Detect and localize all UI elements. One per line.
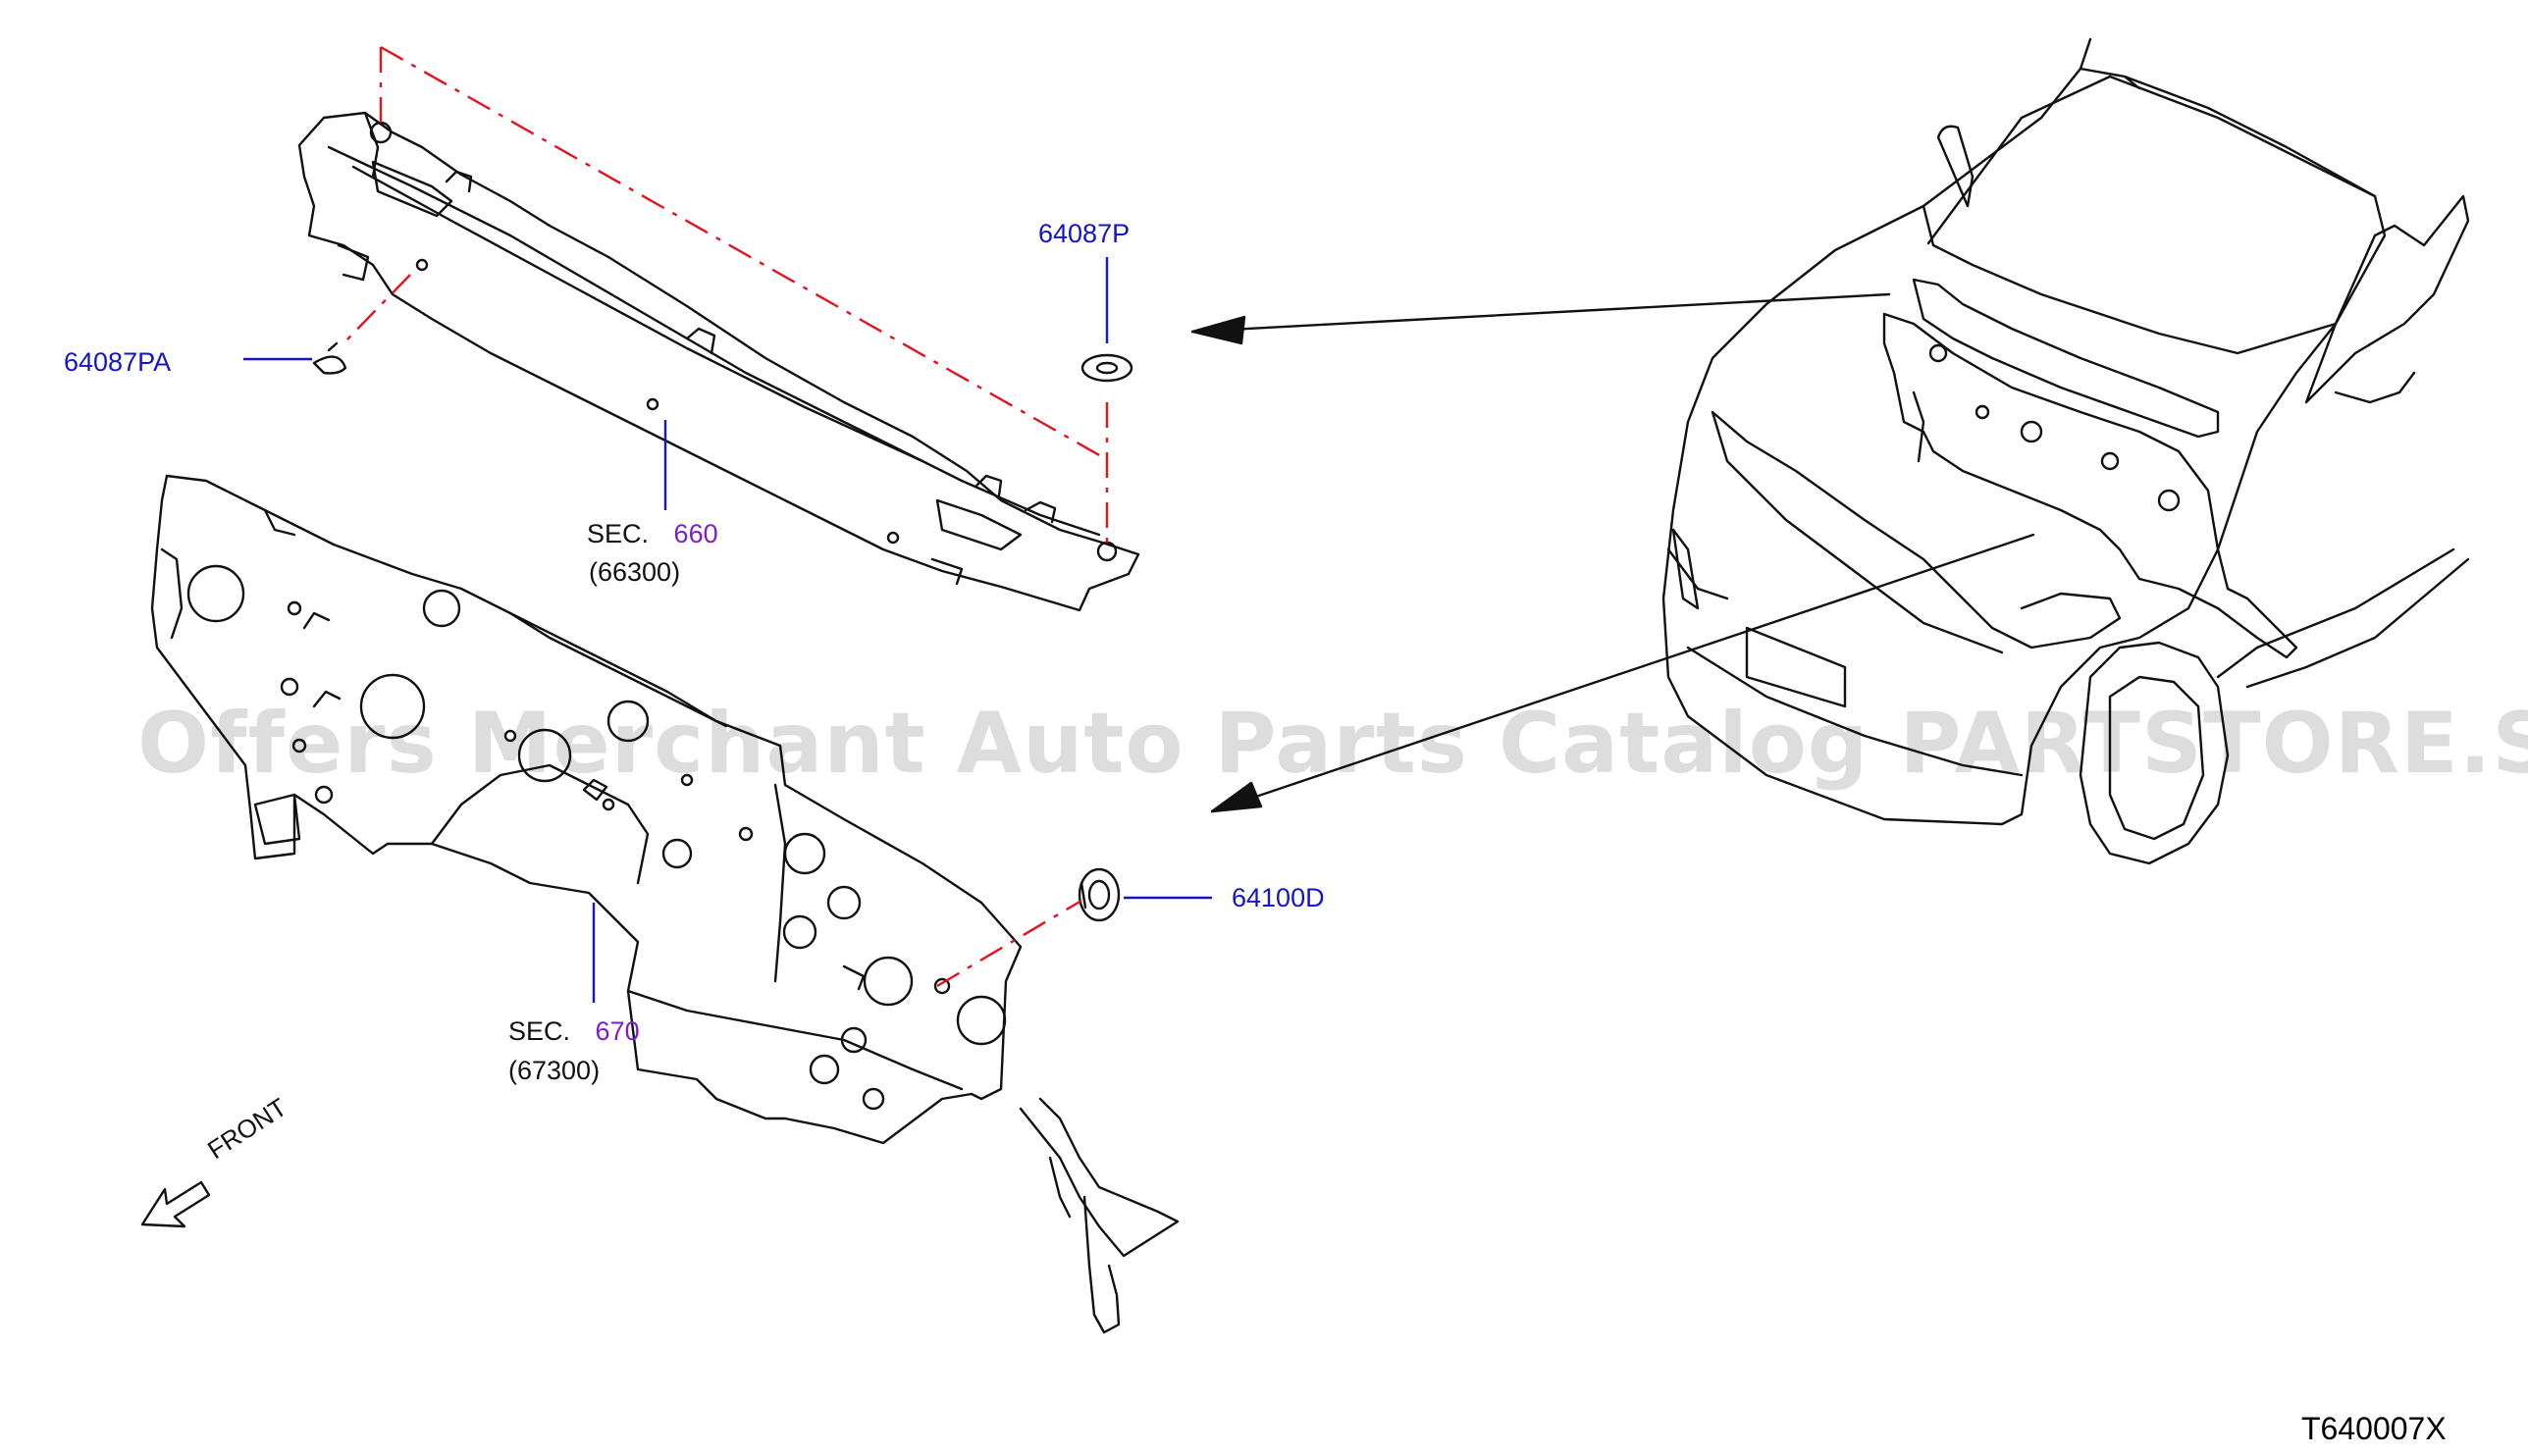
section-number: 670 (595, 1016, 640, 1046)
section-660-ref[interactable]: SEC. 660 (587, 521, 718, 547)
vehicle-view (1661, 37, 2470, 865)
section-number: 660 (673, 519, 718, 548)
front-arrow-icon (140, 1180, 211, 1228)
section-prefix: SEC. (508, 1016, 571, 1046)
arrowhead-lower (1210, 781, 1263, 813)
pointer-arrow-lower (1210, 533, 2035, 813)
diagram-code: T640007X (2301, 1411, 2447, 1446)
section-660-code: (66300) (589, 557, 681, 587)
section-prefix: SEC. (587, 519, 650, 548)
phantom-lines (342, 45, 1109, 988)
clip-64087pa (312, 341, 347, 375)
leader-lines (243, 257, 1212, 1003)
section-670-code: (67300) (508, 1056, 601, 1085)
part-label-64087p[interactable]: 64087P (1038, 219, 1131, 248)
part-label-64087pa[interactable]: 64087PA (64, 347, 172, 377)
arrowhead-upper (1190, 315, 1246, 345)
watermark-text: Offers Merchant Auto Parts Catalog PARTS… (137, 695, 2528, 793)
pointer-arrow-upper (1190, 292, 1891, 334)
grommet-64087p (1080, 353, 1133, 383)
part-label-64100d[interactable]: 64100D (1232, 883, 1325, 912)
cowl-top-panel (297, 111, 1140, 612)
dash-lower-panel (150, 474, 1180, 1334)
section-670-ref[interactable]: SEC. 670 (508, 1018, 640, 1045)
grommet-64100d (1078, 867, 1121, 922)
